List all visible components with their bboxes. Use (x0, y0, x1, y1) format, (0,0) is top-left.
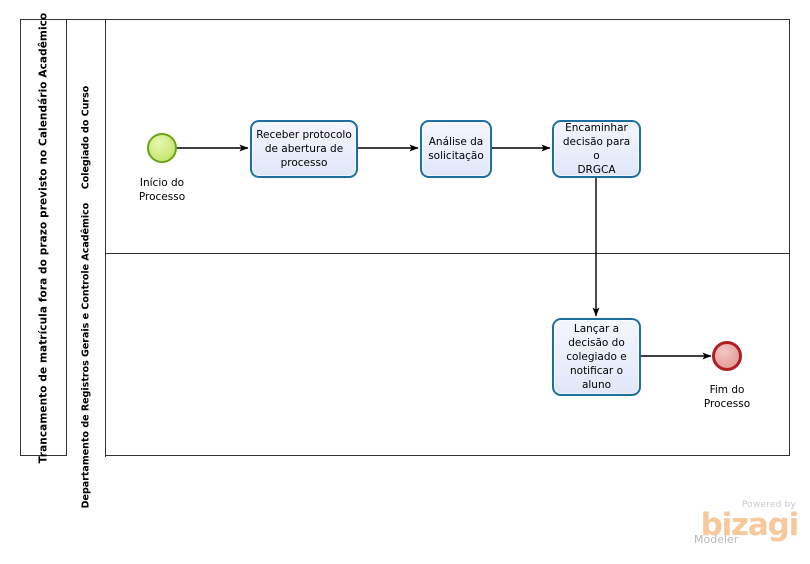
start-event[interactable] (147, 133, 177, 163)
powered-by-label: Powered by (741, 500, 796, 510)
lane-label-departamento-registros: Departamento de Registros Gerais e Contr… (67, 203, 106, 508)
pool-title-label: Trancamento de matrícula fora do prazo p… (37, 12, 50, 463)
bizagi-branding: Powered by bizagi Modeler (688, 500, 800, 558)
pool-title: Trancamento de matrícula fora do prazo p… (21, 12, 67, 463)
bpmn-pool: Trancamento de matrícula fora do prazo p… (20, 12, 790, 508)
lane-body-departamento-registros (106, 254, 789, 457)
lane-body-colegiado-do-curso (106, 20, 789, 254)
end-event-label: Fim do Processo (703, 384, 751, 410)
lane-label-colegiado-do-curso: Colegiado do Curso (67, 20, 106, 254)
start-event-label: Início do Processo (138, 177, 186, 203)
end-event[interactable] (712, 341, 742, 371)
bizagi-logo: bizagi (700, 507, 800, 543)
task-analise-solicitacao[interactable]: Análise da solicitação (420, 120, 492, 178)
lane-label-text: Departamento de Registros Gerais e Contr… (80, 202, 92, 509)
bizagi-edition-label: Modeler (694, 533, 739, 546)
task-label: Encaminhar decisão para o DRGCA (562, 122, 631, 176)
task-label: Receber protocolo de abertura de process… (256, 129, 352, 169)
task-label: Análise da solicitação (428, 136, 484, 162)
task-receber-protocolo[interactable]: Receber protocolo de abertura de process… (250, 120, 358, 178)
task-lancar-decisao[interactable]: Lançar a decisão do colegiado e notifica… (552, 318, 641, 396)
lane-label-text: Colegiado do Curso (80, 85, 92, 189)
task-encaminhar-decisao[interactable]: Encaminhar decisão para o DRGCA (552, 120, 641, 178)
task-label: Lançar a decisão do colegiado e notifica… (566, 323, 627, 391)
